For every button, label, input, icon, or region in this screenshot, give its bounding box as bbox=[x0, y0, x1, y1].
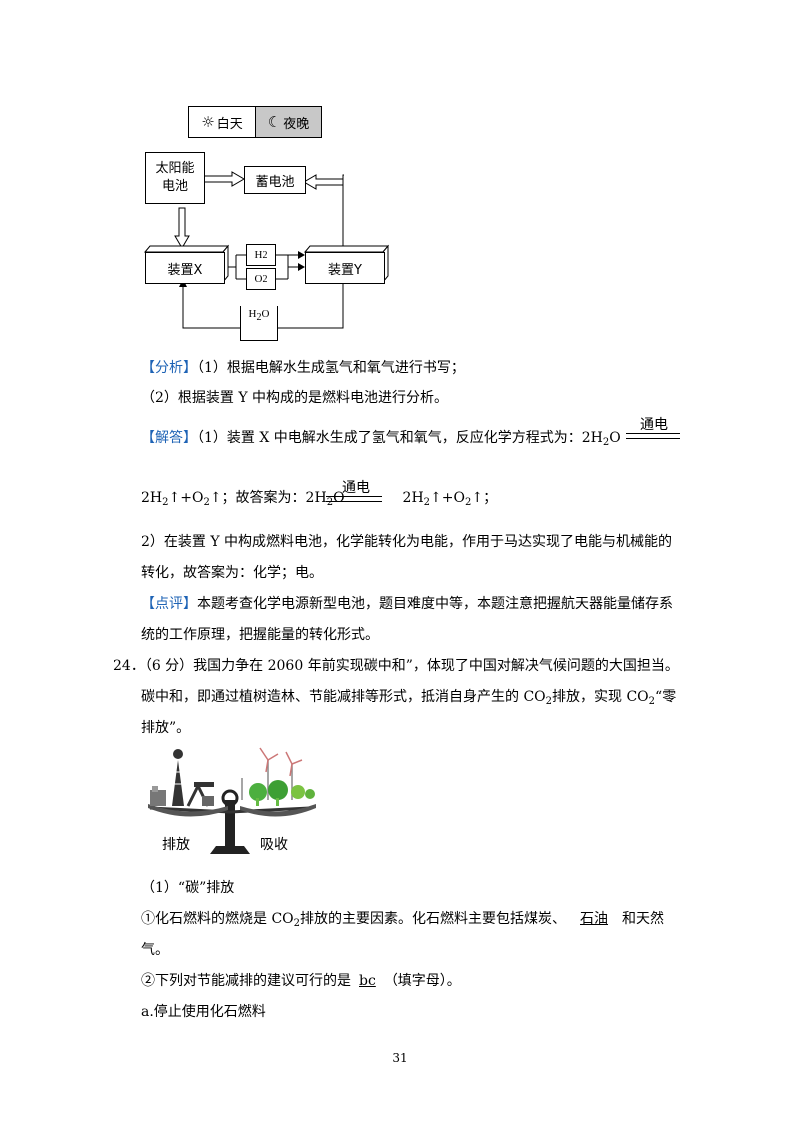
eq-a: 2H bbox=[141, 490, 163, 506]
answer-fill-1: 石油 bbox=[580, 911, 609, 927]
q24-part-4: ②下列对节能减排的建议可行的是 bc （填字母）。 bbox=[141, 971, 461, 991]
h2-label: H bbox=[254, 249, 263, 261]
equals-line-2 bbox=[326, 496, 382, 502]
water-o: O bbox=[261, 308, 270, 320]
answer-line-4: 转化，故答案为：化学；电。 bbox=[141, 565, 323, 581]
answer-text-1-end: O bbox=[609, 430, 621, 446]
o2-subscript: 2 bbox=[262, 273, 268, 285]
eq-sub-a: 2 bbox=[162, 497, 169, 508]
legend-day-label: 白天 bbox=[216, 116, 243, 132]
solar-cell-box: 太阳能 电池 bbox=[145, 152, 205, 204]
h2-subscript: 2 bbox=[262, 249, 268, 261]
moon-icon: ☾ bbox=[267, 113, 282, 131]
q24-sub-1: 2 bbox=[545, 696, 553, 707]
analysis-tag: 【分析】 bbox=[141, 360, 197, 376]
answer-fill-2: bc bbox=[359, 973, 376, 989]
q24-part-2: ①化石燃料的燃烧是 CO2排放的主要因素。化石燃料主要包括煤炭、石油和天然 bbox=[141, 909, 664, 934]
o2-label: O bbox=[254, 273, 263, 285]
q24-part-5: a.停止使用化石燃料 bbox=[141, 1004, 266, 1020]
q24-text-2b: 排放，实现 CO bbox=[552, 689, 649, 705]
device-y-box: 装置Y bbox=[305, 252, 385, 284]
balance-right-label: 吸收 bbox=[260, 837, 288, 853]
energy-diagram: ☼ 白天 ☾ 夜晚 bbox=[140, 100, 400, 341]
comment-tag: 【点评】 bbox=[141, 596, 197, 612]
answer-sub-1: 2 bbox=[602, 437, 610, 448]
balance-left-label: 排放 bbox=[162, 837, 190, 853]
eq-g: ↑； bbox=[471, 490, 498, 506]
day-cell: ☼ 白天 bbox=[189, 107, 256, 137]
sun-icon: ☼ bbox=[201, 113, 215, 131]
day-night-legend: ☼ 白天 ☾ 夜晚 bbox=[188, 106, 322, 138]
page-number: 31 bbox=[392, 1051, 408, 1065]
water-subscript: 2 bbox=[256, 312, 262, 323]
legend-night-label: 夜晚 bbox=[283, 116, 310, 132]
answer-text-1: （1）装置 X 中电解水生成了氢气和氧气，反应化学方程式为：2H bbox=[197, 430, 603, 446]
condition-1: 通电 bbox=[640, 417, 668, 433]
eq-b: ↑+O bbox=[168, 490, 204, 506]
q24-p4-b: （填字母）。 bbox=[383, 973, 461, 989]
q24-part-3: 气。 bbox=[141, 942, 169, 958]
eq-sub-c: 2 bbox=[326, 497, 334, 508]
analysis-line-2: （2）根据装置 Y 中构成的是燃料电池进行分析。 bbox=[141, 390, 449, 406]
analysis-text-1: （1）根据电解水生成氢气和氧气进行书写； bbox=[197, 360, 465, 376]
eq-e: 2H bbox=[402, 490, 424, 506]
q24-p2-b: 排放的主要因素。化石燃料主要包括煤炭、 bbox=[300, 911, 567, 927]
eq-d: O bbox=[333, 490, 345, 506]
battery-box: 蓄电池 bbox=[244, 166, 306, 194]
eq-sub-e: 2 bbox=[423, 497, 431, 508]
eq-f: ↑+O bbox=[430, 490, 465, 506]
q24-p2-sub: 2 bbox=[293, 918, 301, 929]
eq-sub-f: 2 bbox=[465, 497, 472, 508]
q24-p4-a: ②下列对节能减排的建议可行的是 bbox=[141, 973, 351, 989]
comment-text-1: 本题考查化学电源新型电池，题目难度中等，本题注意把握航天器能量储存系 bbox=[197, 596, 673, 612]
answer-line-3: 2）在装置 Y 中构成燃料电池，化学能转化为电能，作用于马达实现了电能与机械能的 bbox=[141, 534, 673, 550]
analysis-line-1: 【分析】（1）根据电解水生成氢气和氧气进行书写； bbox=[141, 358, 465, 378]
condition-2: 通电 bbox=[342, 480, 370, 496]
answer-tag: 【解答】 bbox=[141, 430, 197, 446]
equals-line-1 bbox=[626, 433, 680, 439]
balance-scale-image bbox=[148, 747, 316, 854]
q24-line-2: 碳中和，即通过植树造林、节能减排等形式，抵消自身产生的 CO2排放，实现 CO2… bbox=[141, 687, 676, 712]
q24-line-1: 24．（6 分）我国力争在 2060 年前实现碳中和”，体现了中国对解决气候问题… bbox=[113, 658, 679, 674]
device-x-box: 装置X bbox=[145, 252, 225, 284]
water-box: H2O bbox=[240, 306, 278, 341]
q24-text-2c: “零 bbox=[655, 689, 677, 705]
q24-sub-2: 2 bbox=[648, 696, 656, 707]
q24-line-3: 排放”。 bbox=[141, 720, 191, 736]
carbon-balance-illustration: 排放 吸收 bbox=[140, 742, 330, 862]
comment-line-1: 【点评】本题考查化学电源新型电池，题目难度中等，本题注意把握航天器能量储存系 bbox=[141, 594, 673, 614]
diagram-connectors bbox=[143, 171, 390, 335]
comment-line-2: 统的工作原理，把握能量的转化形式。 bbox=[141, 627, 379, 643]
water-label: H bbox=[248, 308, 257, 320]
eq-sub-b: 2 bbox=[203, 497, 210, 508]
q24-p2-a: ①化石燃料的燃烧是 CO bbox=[141, 911, 294, 927]
night-cell: ☾ 夜晚 bbox=[256, 107, 321, 137]
q24-p2-c: 和天然 bbox=[622, 911, 665, 927]
q24-part-1: （1）“碳”排放 bbox=[141, 880, 235, 896]
q24-text-2a: 碳中和，即通过植树造林、节能减排等形式，抵消自身产生的 CO bbox=[141, 689, 546, 705]
eq-c: ↑；故答案为：2H bbox=[209, 490, 327, 506]
answer-line-1: 【解答】（1）装置 X 中电解水生成了氢气和氧气，反应化学方程式为：2H2O bbox=[141, 428, 621, 453]
